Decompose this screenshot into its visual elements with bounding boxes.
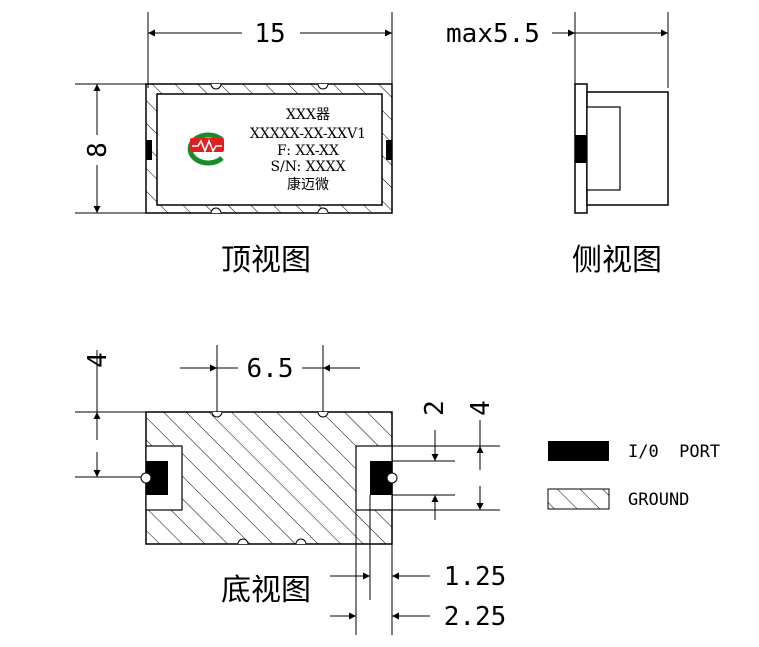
side-view-caption: 侧视图 (572, 243, 662, 278)
bottom-view-caption: 底视图 (221, 573, 311, 608)
side-cap-inner (586, 106, 621, 191)
bottom-right-io-pad (370, 461, 392, 495)
bottom-left-dim-label: 4 (83, 352, 113, 368)
top-left-pad (146, 140, 152, 160)
top-view: 15 8 XXX器 XXXXX-XX-XXV1 F: XX-XX (75, 12, 393, 278)
legend-ground-swatch (547, 488, 610, 510)
side-height-dim-label: max5.5 (446, 19, 540, 49)
side-view: max5.5 侧视图 (446, 12, 669, 278)
legend-ground-label: GROUND (628, 490, 689, 510)
top-height-dim-label: 8 (83, 142, 113, 158)
top-label-line-3: F: XX-XX (277, 143, 339, 159)
bottom-outer-dim-label: 4 (466, 400, 496, 416)
side-pad (575, 135, 587, 163)
bottom-outer-offset-dim-label: 2.25 (444, 602, 507, 632)
bottom-ground-area (145, 411, 393, 545)
legend-io-port-label: I/0 PORT (628, 442, 720, 462)
top-label-line-1: XXX器 (286, 107, 330, 123)
bottom-notch-dim-label: 6.5 (247, 354, 294, 384)
bottom-pad-dim-label: 2 (420, 400, 450, 416)
bottom-left-io-pad (146, 461, 168, 495)
top-label-line-5: 康迈微 (287, 176, 329, 193)
top-view-caption: 顶视图 (221, 243, 311, 278)
top-right-pad (386, 140, 392, 160)
bottom-view: 6.5 4 2 4 (75, 345, 506, 635)
company-logo (187, 132, 224, 166)
top-label-line-2: XXXXX-XX-XXV1 (250, 126, 366, 142)
bottom-inner-offset-dim-label: 1.25 (444, 562, 507, 592)
legend-io-port-swatch (548, 441, 609, 461)
top-label-line-4: S/N: XXXX (270, 159, 345, 175)
legend: I/0 PORT GROUND (547, 441, 720, 510)
top-width-dim-label: 15 (254, 19, 285, 49)
